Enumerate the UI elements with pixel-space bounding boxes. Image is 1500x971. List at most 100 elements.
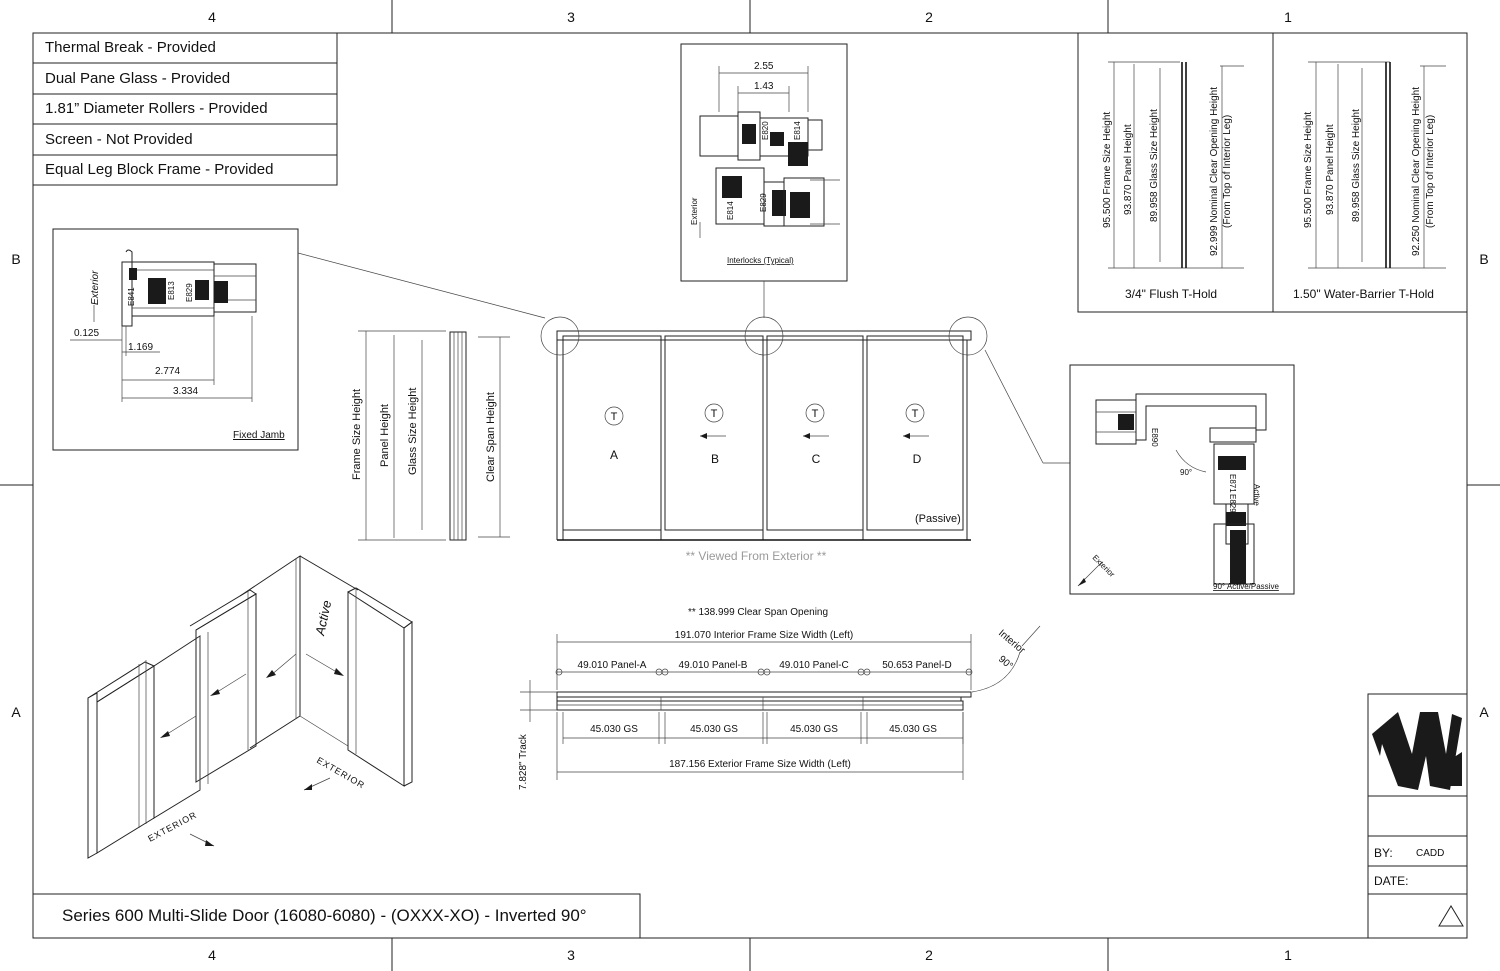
viewed-from-exterior: ** Viewed From Exterior ** xyxy=(686,549,827,563)
spec-table: Thermal Break - Provided Dual Pane Glass… xyxy=(32,32,338,186)
isometric-view: Active EXTERIOR EXTERIOR xyxy=(87,555,413,859)
thold-flush-panel-height: 93.870 Panel Height xyxy=(1123,124,1134,215)
title-block: BY: CADD DATE: xyxy=(1367,693,1468,939)
grid-col-2-top: 2 xyxy=(925,9,933,25)
fixed-jamb-caption: Fixed Jamb xyxy=(233,430,285,441)
spec-block-frame: Equal Leg Block Frame - Provided xyxy=(45,161,273,178)
date-label: DATE: xyxy=(1374,874,1408,888)
fixed-jamb-dim-1169: 1.169 xyxy=(128,342,153,353)
panel-c-letter: C xyxy=(812,452,821,466)
track-dimension: 7.828" Track xyxy=(518,733,529,790)
fixed-jamb-dim-2774: 2.774 xyxy=(155,366,180,377)
thold-barrier-caption: 1.50" Water-Barrier T-Hold xyxy=(1293,287,1434,301)
panel-c-mark: T xyxy=(812,408,819,420)
panel-a-width: 49.010 Panel-A xyxy=(578,660,647,671)
corner-part-e871: E871 xyxy=(1228,474,1237,493)
drawing-title-block: Series 600 Multi-Slide Door (16080-6080)… xyxy=(32,893,641,939)
grid-col-4-bottom: 4 xyxy=(208,947,216,963)
by-label: BY: xyxy=(1374,846,1393,860)
fixed-jamb-dim-0125: 0.125 xyxy=(74,328,99,339)
revision-triangle-icon xyxy=(1438,905,1464,927)
panel-b-mark: T xyxy=(711,408,718,420)
height-panel-label: Panel Height xyxy=(379,404,391,467)
thold-flush-clear-note: (From Top of Interior Leg) xyxy=(1222,115,1233,228)
interlock-part-e814-bottom: E814 xyxy=(726,201,735,220)
panel-d-mark: T xyxy=(912,408,919,420)
thold-barrier-dims: 95.500 Frame Size Height 93.870 Panel He… xyxy=(1293,61,1446,301)
thold-flush-dims: 95.500 Frame Size Height 93.870 Panel He… xyxy=(1102,61,1244,301)
fixed-jamb-dim-3334: 3.334 xyxy=(173,386,198,397)
grid-row-b-left: B xyxy=(11,251,20,267)
interlock-caption: Interlocks (Typical) xyxy=(727,256,794,265)
spec-thermal-break: Thermal Break - Provided xyxy=(45,39,216,56)
corner-angle: 90° xyxy=(1180,468,1192,477)
clear-span-opening: ** 138.999 Clear Span Opening xyxy=(688,607,828,618)
thold-flush-glass-height: 89.958 Glass Size Height xyxy=(1149,109,1160,222)
fixed-jamb-part-e829: E829 xyxy=(185,283,194,302)
thold-flush-clear-height: 92.999 Nominal Clear Opening Height xyxy=(1209,87,1220,256)
panel-b-glass: 45.030 GS xyxy=(690,724,738,735)
height-glass-label: Glass Size Height xyxy=(407,388,419,475)
passive-label: (Passive) xyxy=(915,513,961,525)
fixed-jamb-detail: Exterior E841 E813 E829 0.125 1.169 2.77… xyxy=(52,228,299,451)
thold-barrier-clear-height: 92.250 Nominal Clear Opening Height xyxy=(1411,87,1422,256)
grid-col-1-bottom: 1 xyxy=(1284,947,1292,963)
interlock-detail: 2.55 1.43 E820 E814 E814 E829 Exterior I… xyxy=(680,43,848,282)
drawing-title: Series 600 Multi-Slide Door (16080-6080)… xyxy=(62,906,587,925)
corner-detail: E890 E871 E829 Active 90° Exterior 90° A… xyxy=(1069,364,1295,595)
fixed-jamb-part-e813: E813 xyxy=(167,281,176,300)
panel-c-width: 49.010 Panel-C xyxy=(779,660,849,671)
panel-c-glass: 45.030 GS xyxy=(790,724,838,735)
by-value: CADD xyxy=(1416,848,1444,859)
thold-flush-frame-height: 95.500 Frame Size Height xyxy=(1102,112,1113,228)
grid-col-3-bottom: 3 xyxy=(567,947,575,963)
interlock-dim-255: 2.55 xyxy=(754,61,774,72)
interlock-part-e820: E820 xyxy=(761,121,770,140)
interlock-dim-143: 1.43 xyxy=(754,81,774,92)
panel-a-glass: 45.030 GS xyxy=(590,724,638,735)
panel-d-letter: D xyxy=(913,452,922,466)
thold-flush-caption: 3/4" Flush T-Hold xyxy=(1125,287,1217,301)
grid-col-1-top: 1 xyxy=(1284,9,1292,25)
plan-interior-label: Interior xyxy=(996,628,1027,657)
panel-d-glass: 45.030 GS xyxy=(889,724,937,735)
corner-leader-a xyxy=(984,349,1044,464)
panel-d-width: 50.653 Panel-D xyxy=(882,660,952,671)
corner-part-e829: E829 xyxy=(1228,494,1237,513)
fixed-jamb-exterior-label: Exterior xyxy=(90,270,101,305)
panel-b-width: 49.010 Panel-B xyxy=(679,660,748,671)
iso-exterior-right: EXTERIOR xyxy=(315,755,367,791)
fixed-jamb-leader xyxy=(297,252,546,319)
interlock-part-e814-top: E814 xyxy=(793,121,802,140)
spec-rollers: 1.81” Diameter Rollers - Provided xyxy=(45,100,268,117)
grid-labels: 4 3 2 1 4 3 2 1 B B A A xyxy=(11,9,1489,963)
height-clear-span-label: Clear Span Height xyxy=(485,392,497,482)
iso-active-label: Active xyxy=(312,599,334,638)
panel-a-letter: A xyxy=(610,448,618,462)
thold-barrier-panel-height: 93.870 Panel Height xyxy=(1325,124,1336,215)
panel-a-mark: T xyxy=(611,411,618,423)
exterior-frame-width: 187.156 Exterior Frame Size Width (Left) xyxy=(669,759,851,770)
interior-frame-width: 191.070 Interior Frame Size Width (Left) xyxy=(675,630,853,641)
corner-active-label: Active xyxy=(1252,484,1261,506)
height-frame-label: Frame Size Height xyxy=(351,389,363,480)
corner-exterior-label: Exterior xyxy=(1091,553,1117,579)
grid-col-2-bottom: 2 xyxy=(925,947,933,963)
corner-part-e890: E890 xyxy=(1150,428,1159,447)
corner-caption: 90° Active/Passive xyxy=(1213,582,1279,591)
thold-table: 95.500 Frame Size Height 93.870 Panel He… xyxy=(1077,32,1468,313)
interlock-exterior-label: Exterior xyxy=(690,197,699,225)
spec-screen: Screen - Not Provided xyxy=(45,131,193,148)
thold-barrier-clear-note: (From Top of Interior Leg) xyxy=(1425,115,1436,228)
grid-col-3-top: 3 xyxy=(567,9,575,25)
grid-row-a-right: A xyxy=(1479,704,1489,720)
spec-dual-pane: Dual Pane Glass - Provided xyxy=(45,70,230,87)
panel-b-letter: B xyxy=(711,452,719,466)
height-dimensions: Frame Size Height Panel Height Glass Siz… xyxy=(351,330,510,541)
grid-row-a-left: A xyxy=(11,704,21,720)
grid-col-4-top: 4 xyxy=(208,9,216,25)
plan-view: ** 138.999 Clear Span Opening 191.070 In… xyxy=(518,607,1041,790)
elevation-view: T A T B T C T D (Passive) ** Viewed From… xyxy=(540,316,988,563)
